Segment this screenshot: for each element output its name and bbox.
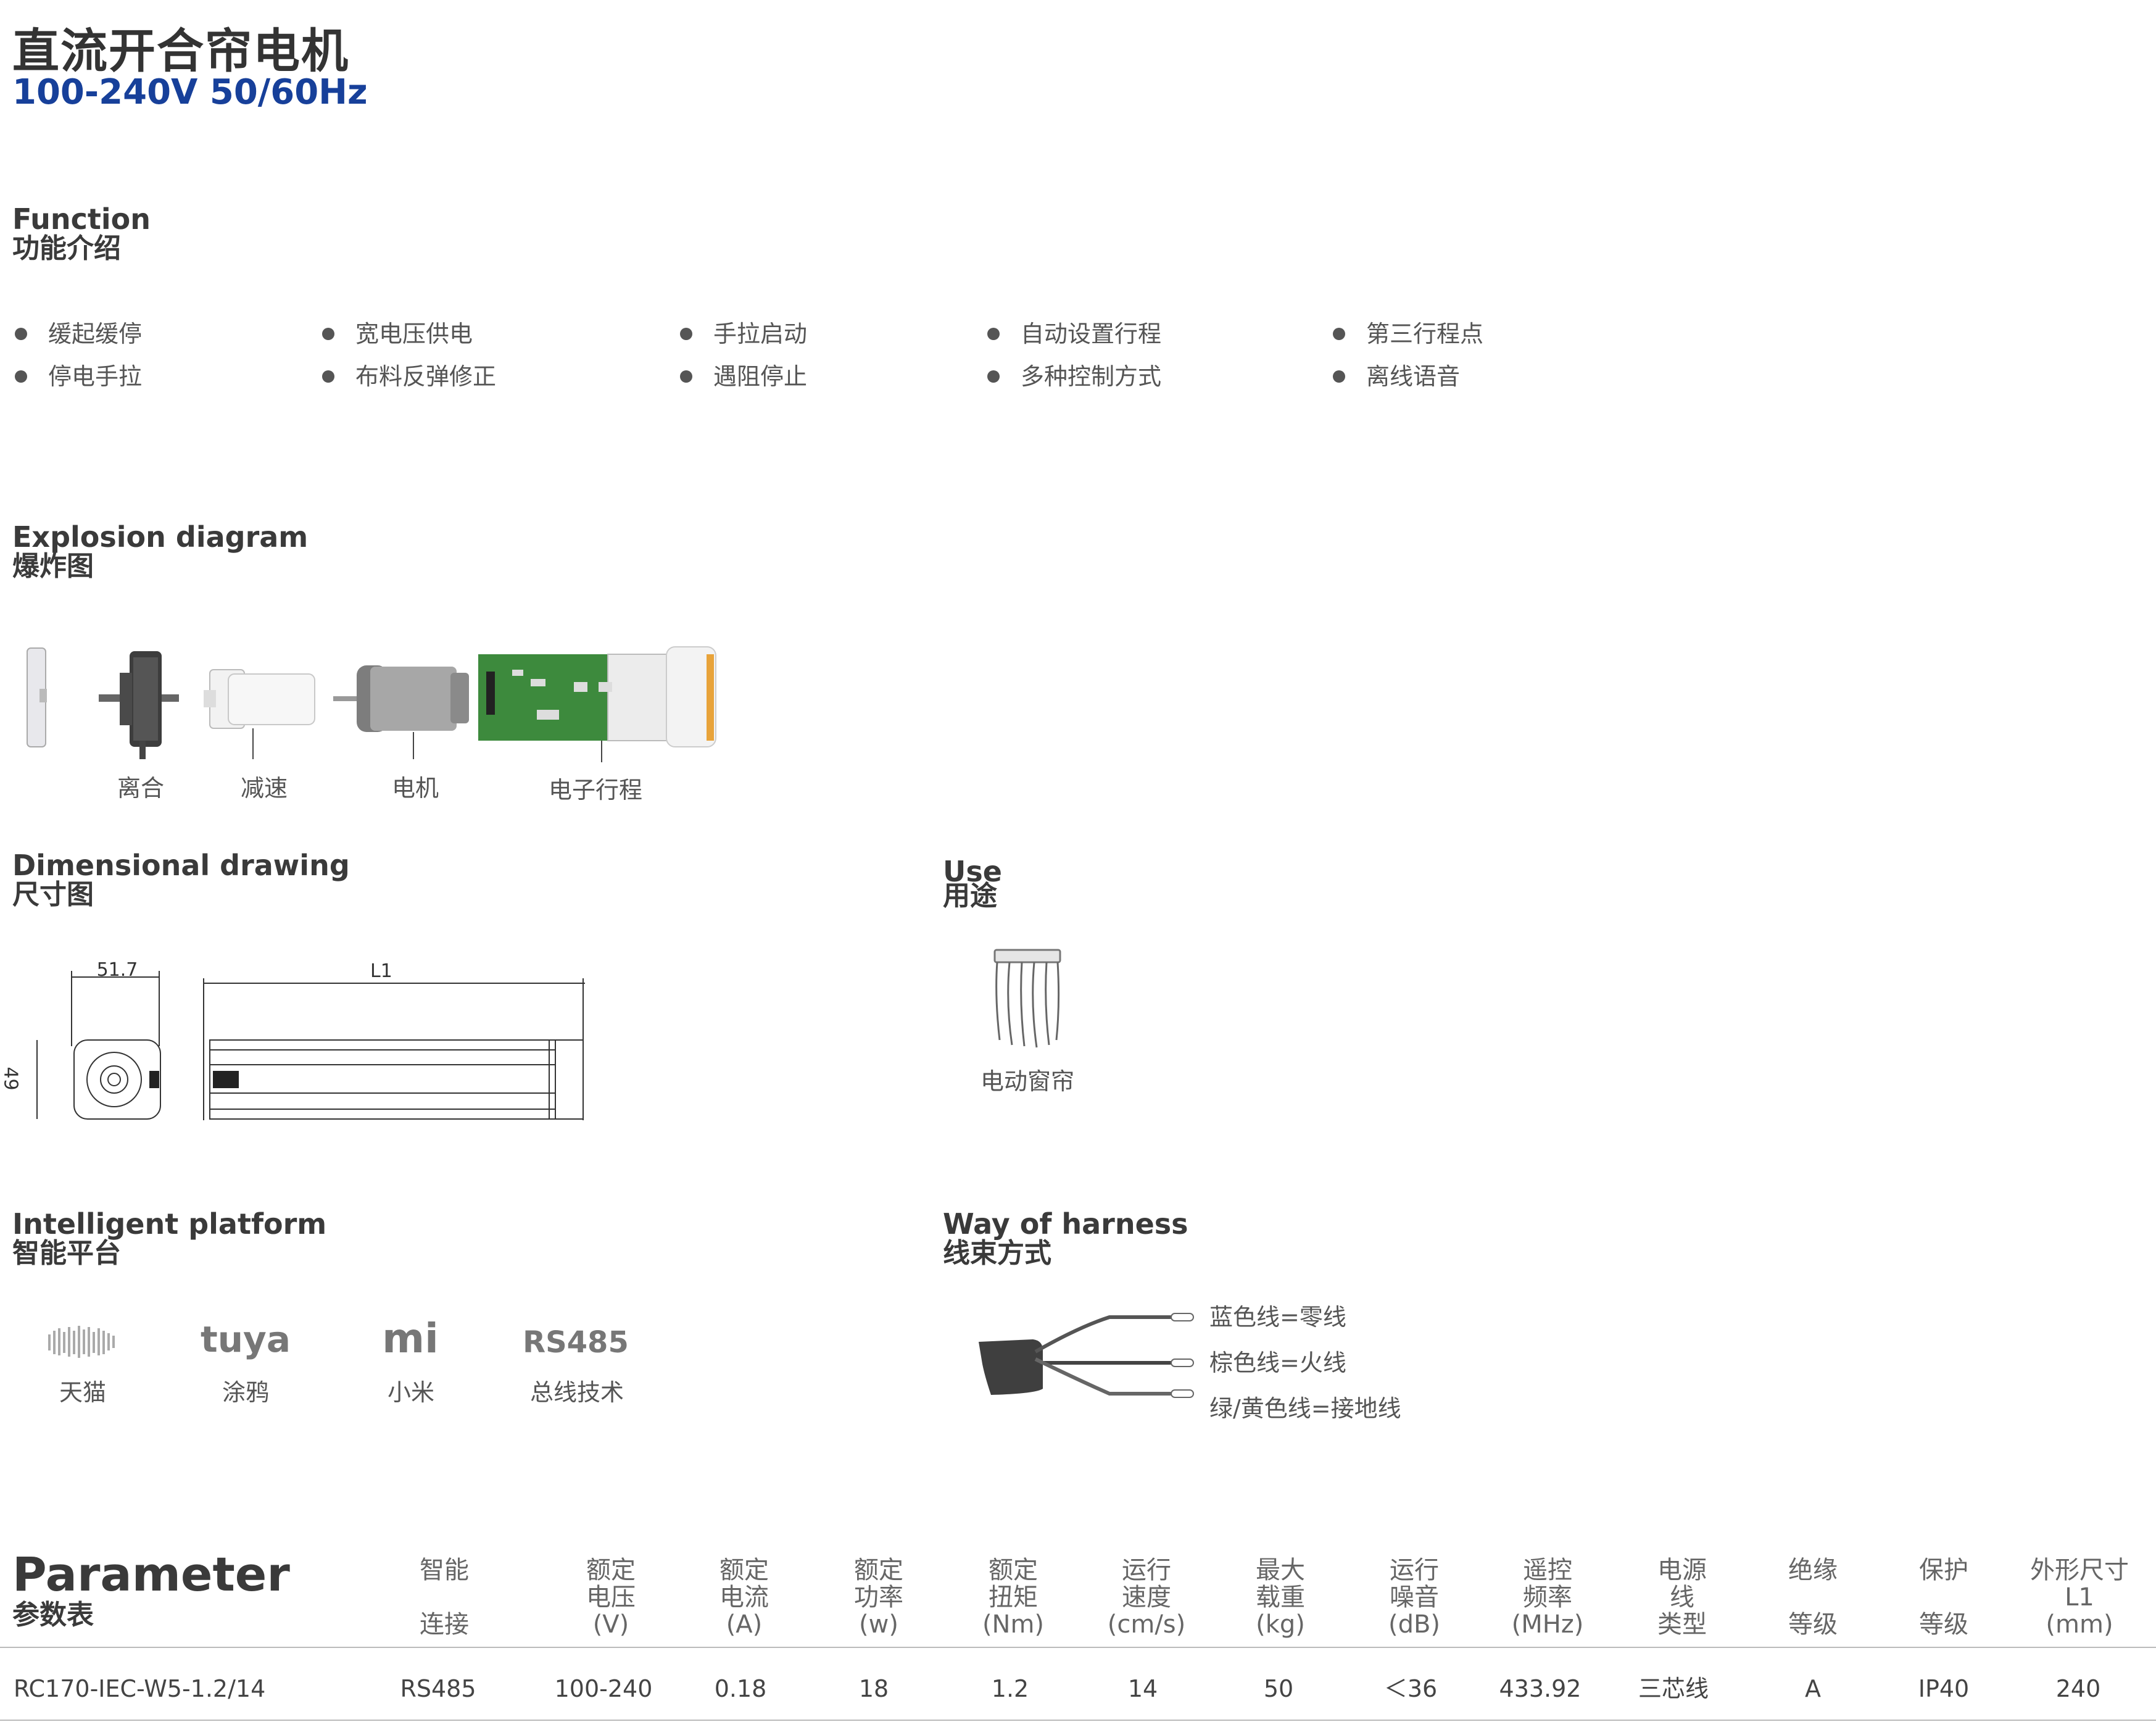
param-value: IP40 bbox=[1918, 1675, 1970, 1702]
bullet-icon bbox=[680, 327, 692, 340]
param-header-frequency: 遥控频率(MHz) bbox=[1511, 1556, 1584, 1639]
bullet-icon bbox=[1333, 370, 1345, 383]
harness-title-zh: 线束方式 bbox=[943, 1238, 1051, 1269]
param-header-smart-connect: 智能 连接 bbox=[420, 1556, 469, 1639]
dimension-length-label: L1 bbox=[370, 960, 392, 982]
use-title-en: Use bbox=[943, 855, 1002, 888]
param-value: 18 bbox=[858, 1675, 889, 1702]
reducer-icon bbox=[204, 669, 315, 729]
param-header-current: 额定电流(A) bbox=[719, 1556, 769, 1639]
bullet-icon bbox=[15, 370, 27, 383]
wire-harness-diagram bbox=[979, 1313, 1194, 1398]
platform-label-xiaomi: 小米 bbox=[387, 1379, 434, 1406]
tuya-logo: tuya bbox=[201, 1318, 291, 1360]
param-value: 三芯线 bbox=[1638, 1675, 1709, 1702]
feature-item: 停电手拉 bbox=[15, 363, 142, 390]
bullet-icon bbox=[322, 327, 334, 340]
param-value: 240 bbox=[2055, 1675, 2101, 1702]
bullet-icon bbox=[322, 370, 334, 383]
param-header-speed: 运行速度(cm/s) bbox=[1107, 1556, 1186, 1639]
param-header-insulation: 绝缘等级 bbox=[1788, 1556, 1838, 1639]
platform-label-tmall: 天猫 bbox=[59, 1379, 106, 1406]
dimensional-drawing bbox=[36, 971, 585, 1120]
param-value: 100-240 bbox=[554, 1675, 653, 1702]
explosion-diagram bbox=[27, 646, 716, 762]
use-title-zh: 用途 bbox=[943, 880, 997, 912]
end-cap-icon bbox=[27, 647, 47, 747]
bullet-icon bbox=[987, 327, 1000, 340]
xiaomi-logo: mi bbox=[382, 1315, 439, 1362]
param-value: 14 bbox=[1127, 1675, 1158, 1702]
feature-item: 多种控制方式 bbox=[987, 363, 1161, 390]
feature-item: 手拉启动 bbox=[680, 320, 807, 347]
param-header-torque: 额定扭矩(Nm) bbox=[982, 1556, 1045, 1639]
feature-item: 缓起缓停 bbox=[15, 320, 142, 347]
explosion-title-en: Explosion diagram bbox=[12, 520, 309, 554]
function-title-zh: 功能介绍 bbox=[12, 233, 121, 264]
function-title-en: Function bbox=[12, 202, 151, 236]
table-bottom-divider bbox=[0, 1720, 2156, 1721]
rs485-logo: RS485 bbox=[523, 1325, 629, 1360]
dimension-title-zh: 尺寸图 bbox=[12, 879, 94, 910]
param-header-protection: 保护等级 bbox=[1919, 1556, 1968, 1639]
param-value: RS485 bbox=[400, 1675, 476, 1702]
pcb-icon bbox=[478, 646, 716, 747]
use-item-label: 电动窗帘 bbox=[980, 1068, 1074, 1095]
param-value: ＜36 bbox=[1383, 1675, 1438, 1702]
bullet-icon bbox=[15, 327, 27, 340]
wire-label-blue: 蓝色线=零线 bbox=[1209, 1304, 1346, 1331]
param-value: 1.2 bbox=[991, 1675, 1029, 1702]
platform-label-rs485: 总线技术 bbox=[529, 1379, 624, 1406]
platform-label-tuya: 涂鸦 bbox=[222, 1379, 269, 1406]
param-value: 0.18 bbox=[714, 1675, 767, 1702]
page-title: 直流开合帘电机 bbox=[12, 23, 349, 78]
part-label-reducer: 减速 bbox=[240, 775, 288, 802]
parameter-title-en: Parameter bbox=[12, 1547, 290, 1602]
feature-item: 离线语音 bbox=[1333, 363, 1460, 390]
param-header-power-line: 电源线类型 bbox=[1657, 1556, 1707, 1639]
param-value: A bbox=[1805, 1675, 1821, 1702]
feature-item: 宽电压供电 bbox=[322, 320, 473, 347]
bullet-icon bbox=[1333, 327, 1345, 340]
part-label-electronic-travel: 电子行程 bbox=[548, 776, 642, 804]
param-header-voltage: 额定电压(V) bbox=[586, 1556, 636, 1639]
harness-title-en: Way of harness bbox=[943, 1207, 1188, 1241]
table-header-divider bbox=[0, 1647, 2156, 1648]
dimension-height-label: 49 bbox=[0, 1067, 22, 1091]
bullet-icon bbox=[987, 370, 1000, 383]
feature-item: 第三行程点 bbox=[1333, 320, 1483, 347]
motor-icon bbox=[333, 665, 469, 732]
feature-item: 自动设置行程 bbox=[987, 320, 1161, 347]
wire-label-brown: 棕色线=火线 bbox=[1209, 1349, 1346, 1376]
param-value: 50 bbox=[1263, 1675, 1294, 1702]
dimension-title-en: Dimensional drawing bbox=[12, 849, 350, 882]
curtain-icon bbox=[993, 949, 1061, 1048]
param-header-power: 额定功率(w) bbox=[854, 1556, 903, 1639]
param-model: RC170-IEC-W5-1.2/14 bbox=[14, 1675, 266, 1702]
explosion-title-zh: 爆炸图 bbox=[12, 551, 94, 582]
part-label-clutch: 离合 bbox=[117, 775, 164, 802]
platform-title-zh: 智能平台 bbox=[12, 1238, 121, 1269]
parameter-title-zh: 参数表 bbox=[12, 1599, 94, 1631]
param-header-noise: 运行噪音(dB) bbox=[1388, 1556, 1441, 1639]
param-value: 433.92 bbox=[1499, 1675, 1582, 1702]
feature-item: 布料反弹修正 bbox=[322, 363, 496, 390]
clutch-gear-icon bbox=[99, 651, 179, 759]
part-label-motor: 电机 bbox=[391, 775, 439, 802]
page-subtitle: 100-240V 50/60Hz bbox=[12, 72, 368, 112]
tmall-genie-icon bbox=[48, 1326, 115, 1358]
dimension-width-label: 51.7 bbox=[96, 959, 138, 981]
bullet-icon bbox=[680, 370, 692, 383]
feature-item: 遇阻停止 bbox=[680, 363, 807, 390]
wire-label-green-yellow: 绿/黄色线=接地线 bbox=[1209, 1395, 1401, 1422]
platform-title-en: Intelligent platform bbox=[12, 1207, 327, 1241]
param-header-load: 最大载重(kg) bbox=[1256, 1556, 1305, 1639]
